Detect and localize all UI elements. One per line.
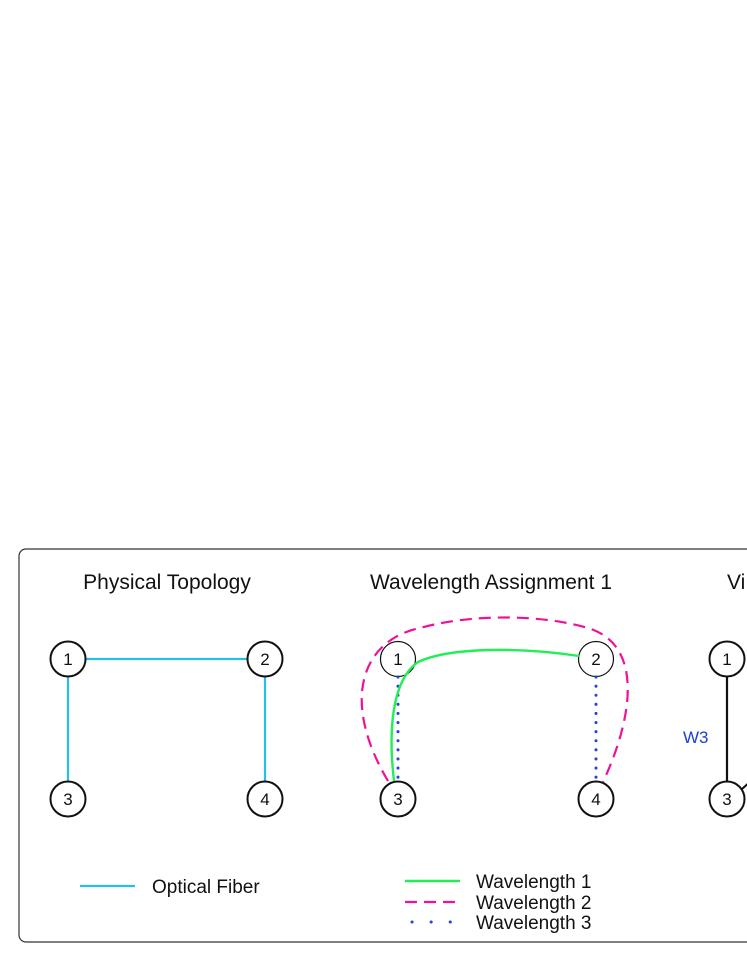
virtual-node-1: 1 — [708, 640, 746, 678]
assignment-node-2: 2 — [577, 640, 615, 678]
physical-node-1: 1 — [49, 640, 87, 678]
virtual-topology-panel: Vi W3 1 3 — [683, 571, 747, 818]
virtual-node-3: 3 — [708, 780, 746, 818]
physical-node-3-label: 3 — [63, 790, 72, 809]
virtual-node-3-label: 3 — [722, 790, 731, 809]
virtual-node-1-label: 1 — [722, 650, 731, 669]
virtual-topology-title: Vi — [727, 571, 745, 594]
physical-legend: Optical Fiber — [80, 877, 260, 898]
wavelength-2-path-3-4 — [360, 616, 629, 783]
virtual-w3-label: W3 — [683, 728, 709, 747]
physical-node-2: 2 — [246, 640, 284, 678]
assignment-node-3-label: 3 — [393, 790, 402, 809]
virtual-link-3-out — [741, 783, 747, 790]
wavelength-1-legend-label: Wavelength 1 — [476, 872, 591, 893]
physical-node-2-label: 2 — [260, 650, 269, 669]
assignment-node-1-label: 1 — [393, 650, 402, 669]
physical-topology-title: Physical Topology — [83, 571, 251, 594]
assignment-legend: Wavelength 1 Wavelength 2 Wavelength 3 — [405, 872, 591, 934]
fiber-links — [66, 657, 267, 781]
wavelength-assignment-title: Wavelength Assignment 1 — [370, 571, 612, 594]
assignment-node-4-label: 4 — [591, 790, 600, 809]
physical-topology-panel: Physical Topology 1 2 3 4 Optical Fiber — [49, 571, 284, 898]
physical-node-1-label: 1 — [63, 650, 72, 669]
wavelength-3-legend-label: Wavelength 3 — [476, 913, 591, 934]
wavelength-2-legend-label: Wavelength 2 — [476, 893, 591, 914]
wavelength-1-path-3-2 — [390, 648, 580, 782]
assignment-node-4: 4 — [577, 780, 615, 818]
physical-node-4: 4 — [246, 780, 284, 818]
physical-node-4-label: 4 — [260, 790, 269, 809]
assignment-node-3: 3 — [379, 780, 417, 818]
figure-frame — [18, 548, 747, 943]
wavelength-assignment-panel: Wavelength Assignment 1 1 2 3 4 Waveleng… — [360, 571, 629, 934]
physical-node-3: 3 — [49, 780, 87, 818]
assignment-node-2-label: 2 — [591, 650, 600, 669]
fiber-legend-label: Optical Fiber — [152, 877, 260, 898]
assignment-node-1: 1 — [379, 640, 417, 678]
